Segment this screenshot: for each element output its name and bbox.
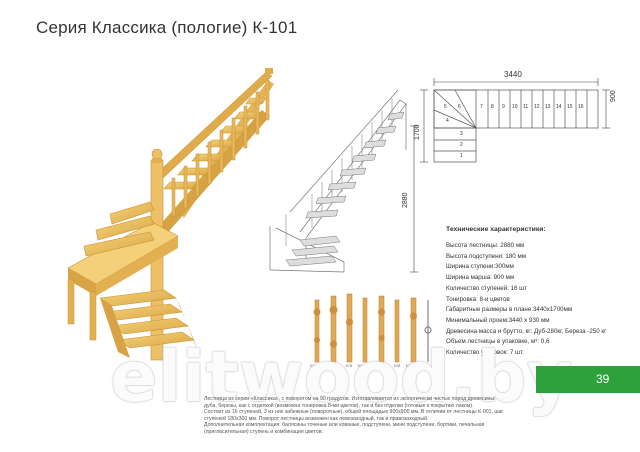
baluster-labels: БЛ1 БЛ2 БЛ3 БЛ4 БЛ5 БЛ6 БЛ7 БЛ8 БЛ9 БЛ10… [310,364,440,368]
step-number: 6 [458,104,461,110]
technical-specs: Технические характеристики: Высота лестн… [446,226,636,359]
lower-stringer [100,298,130,358]
baluster-label: БЛ2 [321,364,329,368]
description-line: дуба, березы, как с отделкой (возможна т… [204,402,474,409]
plan-width-label: 3440 [504,70,522,79]
newel-cap [151,148,163,160]
forged-balusters [424,300,432,362]
height-label: 2880 [402,192,409,208]
baluster-label: БЛ6 [369,364,377,368]
height-dimension [410,125,418,273]
description-line: Состоит из 16 ступеней, 3 из них забежны… [204,409,504,416]
step-number: 15 [567,104,573,110]
spec-item: Древесина масса и брутто, кг: Дуб-280кг,… [446,327,607,335]
spec-item: Количество упаковок: 7 шт. [446,349,524,357]
plan-dimensions [420,78,610,163]
baluster-samples [314,293,417,363]
spec-item: Высота подступени: 180 мм [446,252,526,260]
lower-treads [99,289,195,349]
spec-item: Объем лестницы в упаковке, м³: 0,6 [446,338,550,346]
plan-view [433,89,599,163]
step-number: 7 [480,104,483,110]
baluster-label: БЛ11 [431,364,440,368]
step-number: 4 [446,118,449,124]
baluster-label: БЛ9 [405,364,413,368]
description-line: (пригласительная) ступень и комбинация ц… [204,428,323,435]
baluster-knobs [313,306,417,348]
watermark: elitwood.by [110,336,573,418]
page-title: Серия Классика (пологие) К-101 [36,18,298,37]
step-number: 11 [523,104,529,110]
winder-treads [83,201,155,257]
landing-side [96,236,178,296]
wireframe-balusters [285,98,393,246]
spec-item: Ширина марша: 900 мм [446,274,515,282]
step-number: 10 [512,104,518,110]
description-line: ступеней 180х300 мм. Поворот лестницы во… [204,415,429,422]
description: Лестница из серии «Классика», с поворото… [204,396,544,436]
baluster-label: БЛ3 [333,364,341,368]
step-number: 3 [460,131,463,137]
spec-item: Высота лестницы: 2880 мм [446,242,525,249]
step-number: 9 [502,104,505,110]
spec-item: Ширина ступени:300мм [446,263,514,271]
step-number: 5 [444,104,447,110]
spec-item: Минимальный проем:3440 х 930 мм [446,316,550,324]
step-number: 2 [460,142,463,148]
description-line: Лестница из серии «Классика», с поворото… [204,396,496,402]
newel-neck [152,158,162,163]
wireframe-treads [285,111,405,267]
spec-item: Габаритные размеры в плане:3440х1700мм [446,306,573,314]
baluster-label: БЛ8 [393,364,401,368]
step-number: 14 [556,104,562,110]
handrail-end [265,68,273,74]
specs-list: Высота лестницы: 2880 мм Высота подступе… [446,241,636,359]
baluster-label: БЛ4 [345,364,353,368]
landing-leg-left [67,279,75,325]
plan-side-label: 900 [610,90,617,102]
page-number: 39 [536,366,640,393]
landing-front [68,268,96,296]
baluster-label: БЛ10 [417,364,427,368]
spec-item: Тонировка: 8-и цветов [446,295,510,303]
specs-heading: Технические характеристики: [446,226,546,233]
wireframe-staircase [269,89,407,273]
step-number: 12 [534,104,540,110]
baluster-label: БЛ5 [357,364,365,368]
description-line: Дополнительная комплектация: балясины то… [204,422,485,429]
step-number: 1 [460,153,463,159]
step-number: 16 [578,104,584,110]
baluster-label: БЛ7 [381,364,389,368]
baluster-label: БЛ1 [310,364,317,368]
plan-left-label: 1700 [414,124,421,140]
landing-leg-front [89,291,97,341]
step-number: 13 [545,104,551,110]
step-number: 8 [491,104,494,110]
upper-balusters [171,79,270,217]
spec-item: Количество ступеней: 16 шт [446,284,527,292]
